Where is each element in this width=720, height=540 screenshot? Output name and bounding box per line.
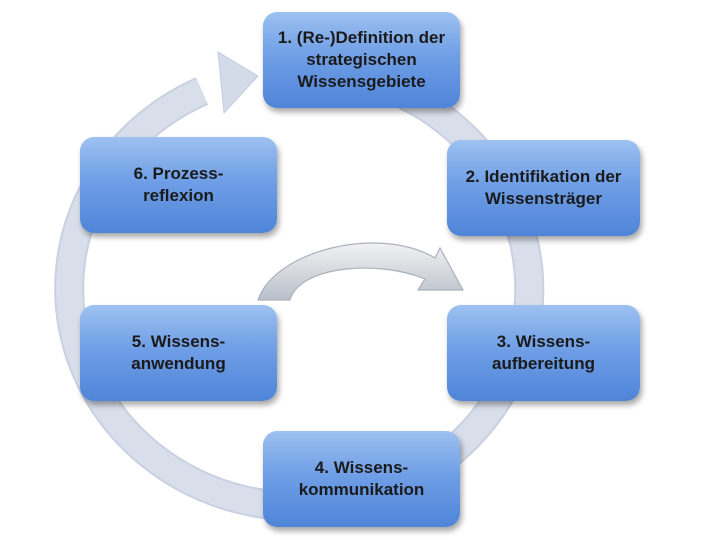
outer-cycle-arrowhead: [217, 51, 259, 115]
step-5-box: 5. Wissens- anwendung: [80, 305, 277, 401]
step-1-box: 1. (Re-)Definition der strategischen Wis…: [263, 12, 460, 108]
step-6-label: 6. Prozess- reflexion: [133, 164, 224, 205]
step-4-label: 4. Wissens- kommunikation: [298, 458, 425, 499]
step-3-box: 3. Wissens- aufbereitung: [447, 305, 640, 401]
step-1-label: 1. (Re-)Definition der strategischen Wis…: [277, 28, 446, 91]
step-2-label: 2. Identifikation der Wissensträger: [465, 167, 622, 208]
inner-curved-arrow: [257, 242, 465, 301]
step-4-box: 4. Wissens- kommunikation: [263, 431, 460, 527]
step-6-box: 6. Prozess- reflexion: [80, 137, 277, 233]
step-2-box: 2. Identifikation der Wissensträger: [447, 140, 640, 236]
step-3-label: 3. Wissens- aufbereitung: [492, 332, 595, 373]
step-5-label: 5. Wissens- anwendung: [131, 332, 226, 373]
